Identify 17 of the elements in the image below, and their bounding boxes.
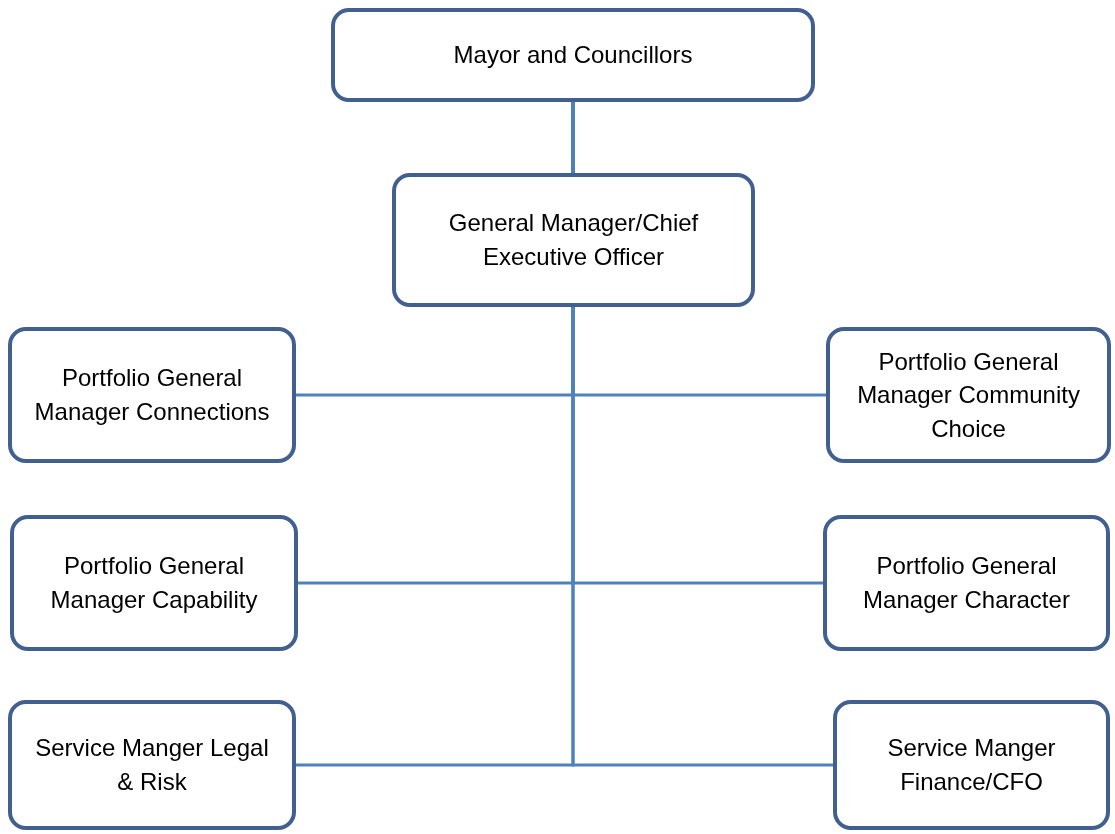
- role-box: [833, 700, 1110, 830]
- role-title: Service Manger Legal & Risk: [34, 733, 270, 797]
- role-box: [8, 700, 296, 830]
- role-title: General Manager/Chief Executive Officer: [447, 208, 700, 272]
- role-title: Portfolio General Manager Community Choice: [856, 346, 1081, 444]
- role-title: Portfolio General Manager Connections: [33, 363, 271, 427]
- role-box: [8, 327, 296, 463]
- role-title: Mayor and Councillors: [453, 40, 693, 71]
- role-title: Portfolio General Manager Capability: [49, 551, 259, 615]
- connector-line: [571, 102, 575, 173]
- role-title: Service Manger Finance/CFO: [886, 733, 1057, 797]
- role-box: [392, 173, 755, 307]
- role-box: [823, 515, 1110, 651]
- role-box: [10, 515, 298, 651]
- role-box: [826, 327, 1111, 463]
- role-title: Portfolio General Manager Character: [862, 551, 1071, 615]
- role-box: [331, 8, 815, 102]
